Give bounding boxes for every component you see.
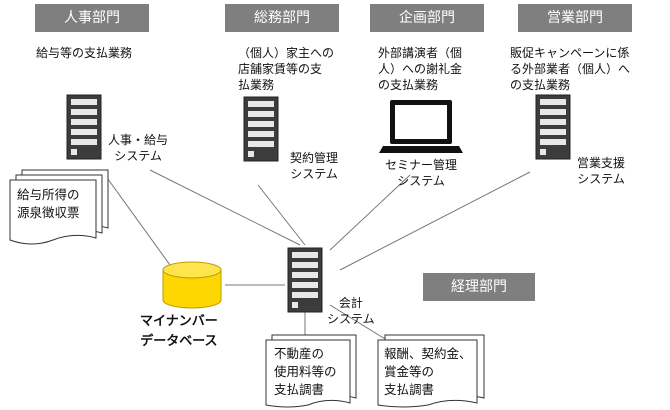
server-icon-sales [535,94,571,160]
system-label-hr: 人事・給与 システム [108,133,169,163]
document-text-fees: 報酬、契約金、 賞金等の 支払調書 [384,346,472,397]
dept-header-accounting: 経理部門 [423,273,535,301]
dept-header-sales: 営業部門 [518,4,632,32]
link-hr-db [104,174,171,266]
document-text-withholding: 給与所得の 源泉徴収票 [17,187,80,220]
database-icon [162,261,222,309]
system-label-contract: 契約管理 システム [290,151,339,181]
system-label-sales: 営業支援 システム [577,156,626,186]
link-hr-accounting [149,169,301,246]
document-icon-fees [377,334,485,408]
server-icon-accounting [287,247,323,313]
link-contract-accounting [257,184,306,246]
task-hr: 給与等の支払業務 [36,46,133,60]
document-icon-real-estate [265,334,357,408]
database-label: マイナンバー データベース [140,314,218,349]
server-icon-hr [66,94,102,160]
task-sales: 販促キャンペーンに係 る外部業者（個人）へ の支払業務 [510,46,631,92]
link-sales-accounting [339,171,531,271]
dept-header-planning: 企画部門 [370,4,484,32]
task-general: （個人）家主への 店舗家賃等の支 払業務 [238,46,335,92]
server-icon-contract [243,96,279,162]
task-planning: 外部講演者（個 人）への謝礼金 の支払業務 [378,46,463,92]
laptop-icon [379,100,463,153]
system-label-seminar: セミナー管理 システム [385,158,458,188]
dept-header-hr: 人事部門 [35,4,149,32]
link-accounting-fees [329,304,391,343]
system-label-accounting: 会計 システム [327,296,375,326]
document-text-real-estate: 不動産の 使用料等の 支払調書 [274,346,337,397]
document-icon-withholding [9,169,109,245]
dept-header-general: 総務部門 [225,4,339,32]
link-seminar-accounting [329,174,411,251]
